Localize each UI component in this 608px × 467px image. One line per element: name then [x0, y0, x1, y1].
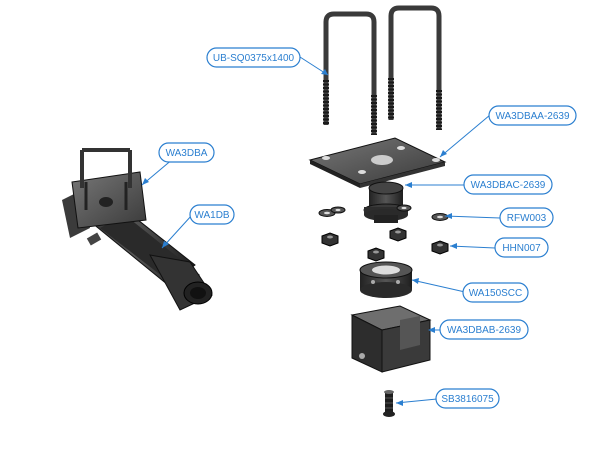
callout-wa150scc: WA150SCC — [462, 282, 529, 303]
callout-label-wa3dbaa: WA3DBAA-2639 — [495, 111, 570, 122]
callout-label-sb3816075: SB3816075 — [441, 394, 494, 405]
callout-hhn007: HHN007 — [494, 237, 549, 258]
spindle-wa3dbac-drawing — [363, 181, 409, 223]
callout-label-wa3dbac: WA3DBAC-2639 — [471, 180, 546, 191]
collar-wa150scc-drawing — [359, 261, 413, 298]
bracket-wa3dba-drawing — [71, 148, 147, 229]
callout-label-hhn007: HHN007 — [502, 243, 541, 254]
nuts-hhn007-drawing — [321, 227, 449, 262]
callout-sb3816075: SB3816075 — [435, 388, 500, 409]
callout-wa3dbaa-2639: WA3DBAA-2639 — [488, 105, 577, 126]
callout-label-wa1db: WA1DB — [194, 210, 230, 221]
callout-wa1db: WA1DB — [189, 204, 235, 225]
callout-ub-sq0375x1400: UB-SQ0375x1400 — [206, 47, 301, 68]
washers-rfw003-drawing — [318, 204, 449, 221]
callout-wa3dbac-2639: WA3DBAC-2639 — [463, 174, 553, 195]
plate-wa3dbaa-drawing — [308, 137, 447, 188]
leader-lines — [141, 56, 501, 406]
exploded-view — [308, 5, 449, 417]
block-wa3dbab-drawing — [350, 305, 432, 373]
callout-wa3dba: WA3DBA — [158, 142, 215, 163]
callout-label-wa3dba: WA3DBA — [166, 148, 208, 159]
callout-label-rfw003: RFW003 — [507, 213, 547, 224]
callout-rfw003: RFW003 — [499, 207, 554, 228]
callout-label-ub: UB-SQ0375x1400 — [213, 53, 295, 64]
u-bolts-drawing — [323, 5, 442, 135]
assembled-view — [62, 148, 213, 311]
callout-wa3dbab-2639: WA3DBAB-2639 — [439, 319, 529, 340]
callout-label-wa3dbab: WA3DBAB-2639 — [447, 325, 522, 336]
bolt-sb3816075-drawing — [383, 390, 395, 417]
callout-label-wa150scc: WA150SCC — [469, 288, 523, 299]
